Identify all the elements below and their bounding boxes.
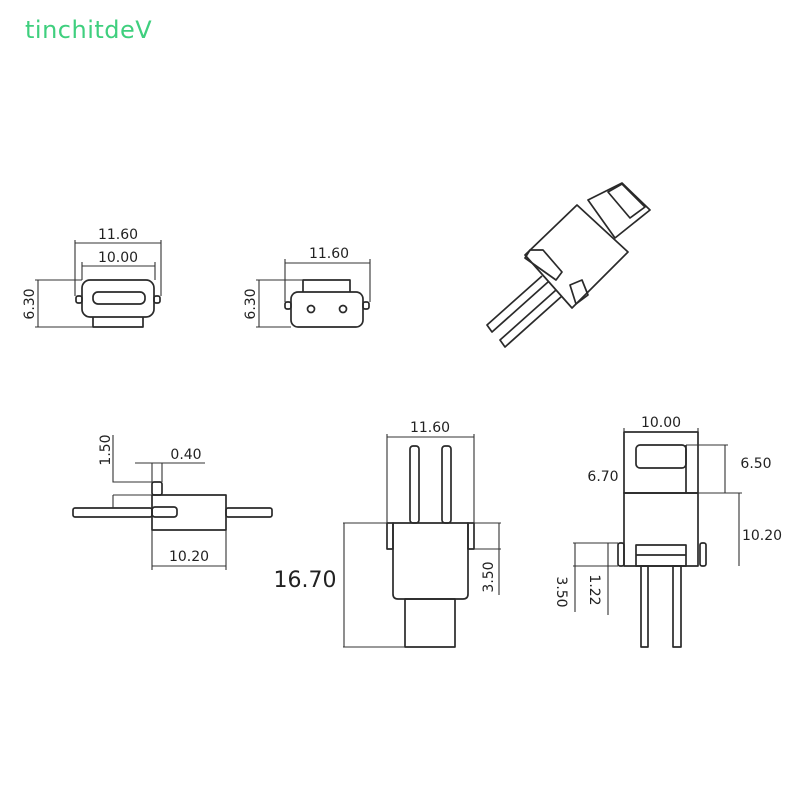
dim-tab-thickness: 0.40	[170, 447, 201, 463]
dim-width: 10.00	[641, 415, 681, 431]
dim-total-length: 16.70	[274, 568, 337, 593]
dim-plug-offset: 6.70	[587, 469, 618, 485]
dim-tab-height: 1.50	[98, 434, 114, 465]
brand-logo: tinchitdeV	[25, 16, 153, 44]
bottom-view: 11.60 16.70 3.50	[274, 420, 501, 648]
dim-flange-height: 1.22	[586, 574, 602, 605]
isometric-view	[486, 182, 651, 348]
right-view: 10.00 6.70 6.50 10.20 3.50 1.22	[553, 415, 782, 648]
dim-body-length: 10.20	[169, 549, 209, 565]
front-usb-view: 11.60 10.00 6.30	[22, 227, 162, 328]
dim-pin-offset: 3.50	[553, 576, 569, 607]
side-view: 1.50 0.40 10.20	[72, 434, 273, 570]
dim-width-inner: 10.00	[98, 250, 138, 266]
dim-width: 11.60	[309, 246, 349, 262]
front-rear-view: 11.60 6.30	[243, 246, 371, 328]
dim-height: 6.30	[22, 288, 38, 319]
dim-height: 6.30	[243, 288, 259, 319]
dim-width-outer: 11.60	[98, 227, 138, 243]
dim-plug-height: 6.50	[740, 456, 771, 472]
dim-body-height: 10.20	[742, 528, 782, 544]
dim-flange: 3.50	[481, 561, 497, 592]
dim-width: 11.60	[410, 420, 450, 436]
